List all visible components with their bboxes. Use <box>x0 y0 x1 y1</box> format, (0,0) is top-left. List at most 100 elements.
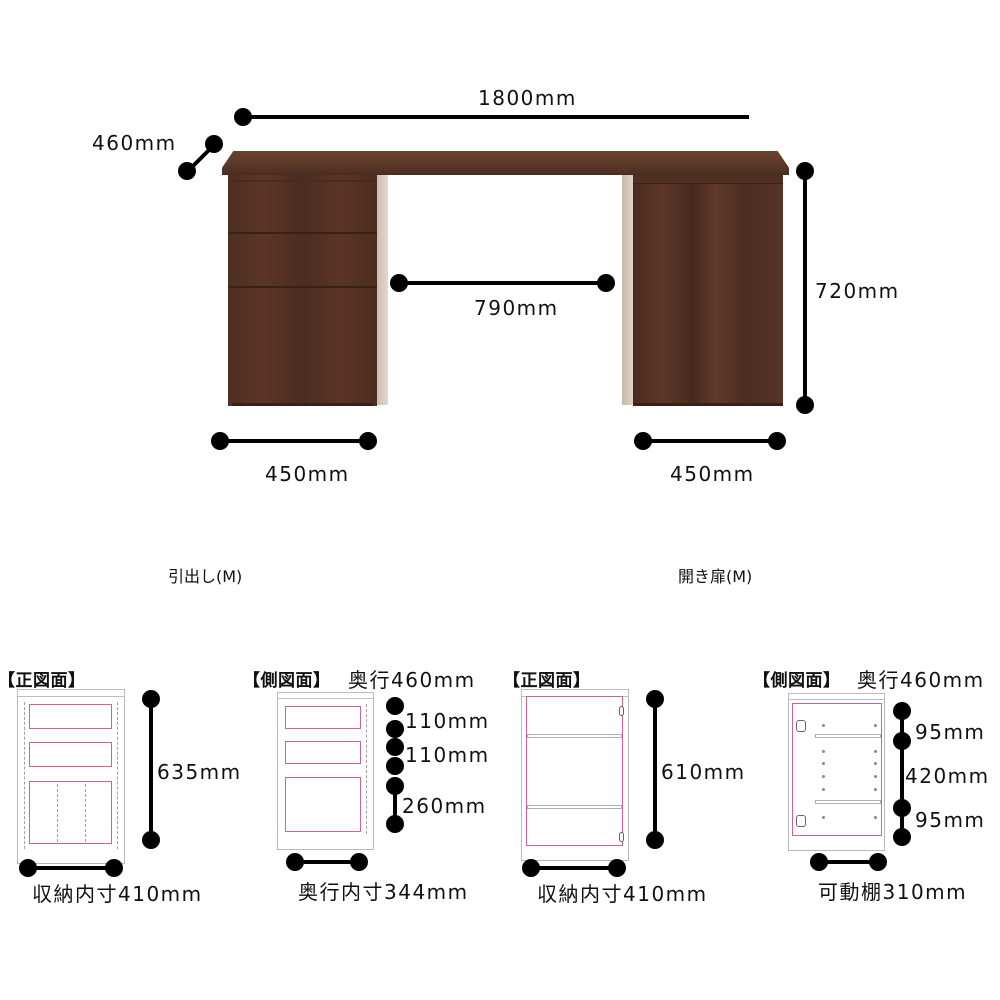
shelf-pin <box>874 816 877 819</box>
drawer-front-top-board <box>17 689 125 697</box>
drawer-front-height-label: 635mm <box>157 760 242 784</box>
drawer-side-cabinet <box>277 692 374 850</box>
drawer-side-width-dot-right <box>350 853 368 871</box>
door-side-top-board <box>788 693 885 700</box>
drawer-side-top-board <box>277 692 374 699</box>
drawer-side-height-2: 110mm <box>405 743 490 767</box>
hinge-icon <box>619 706 624 716</box>
height-dim-end-dot <box>796 396 814 414</box>
door-front-inner <box>526 696 623 846</box>
shelf-pin <box>822 762 825 765</box>
drawer-front-dash-left <box>24 702 25 849</box>
right-width-dim-line <box>643 439 777 443</box>
drawer-front-width-dot-right <box>105 859 123 877</box>
door-front-shelf-1 <box>527 734 622 738</box>
drawer-side-dot-3 <box>386 738 404 756</box>
door-side-dim-line <box>900 711 904 828</box>
door-side-shelf-label: 可動棚310mm <box>818 880 968 904</box>
door-unit-plinth <box>633 403 783 406</box>
gap-dim-end-dot <box>597 274 615 292</box>
door-side-width-line <box>819 860 877 864</box>
left-width-dim-end-dot <box>359 432 377 450</box>
door-side-shelf-1 <box>815 734 881 738</box>
desk-top <box>222 151 789 175</box>
shelf-pin <box>874 775 877 778</box>
width-label: 1800mm <box>478 86 577 110</box>
shelf-pin <box>874 762 877 765</box>
drawer-front-inner-width-label: 収納内寸410mm <box>32 882 203 906</box>
drawer-front-inner-2 <box>29 742 112 767</box>
right-width-dim-end-dot <box>768 432 786 450</box>
shelf-pin <box>874 788 877 791</box>
door-unit-top-rail <box>633 175 783 184</box>
door-front-height-dot-bottom <box>646 831 664 849</box>
right-unit-width-label: 450mm <box>670 462 755 486</box>
drawer-front-height-line <box>149 699 153 839</box>
drawer-side-dim-line <box>393 786 397 821</box>
left-unit-side-panel <box>375 175 388 405</box>
drawer-side-dot-1 <box>386 697 404 715</box>
height-label: 720mm <box>815 279 900 303</box>
shelf-pin <box>822 816 825 819</box>
depth-dim-line <box>188 143 216 171</box>
drawer-unit-plinth <box>232 403 373 406</box>
drawer-side-dot-6 <box>386 815 404 833</box>
hinge-icon <box>619 832 624 842</box>
gap-dim-line <box>399 281 606 285</box>
shelf-pin <box>822 750 825 753</box>
drawer-front-dash-mid1 <box>57 784 58 842</box>
drawer-divider <box>228 232 377 234</box>
door-front-cabinet <box>521 689 629 861</box>
shelf-pin <box>822 775 825 778</box>
door-side-section-1: 95mm <box>915 720 986 744</box>
depth-label: 460mm <box>92 131 177 155</box>
drawer-divider <box>228 180 377 182</box>
door-side-section-3: 95mm <box>915 808 986 832</box>
left-unit-width-label: 450mm <box>265 462 350 486</box>
drawer-divider <box>228 286 377 288</box>
door-side-dot-3 <box>893 799 911 817</box>
door-front-height-line <box>653 699 657 839</box>
door-side-inner <box>792 703 882 836</box>
drawer-side-dot-4 <box>386 757 404 775</box>
hinge-icon <box>796 720 806 732</box>
height-dim-line <box>803 171 807 405</box>
drawer-front-cabinet <box>17 689 125 864</box>
gap-label: 790mm <box>474 296 559 320</box>
door-unit-title: 開き扉(M) <box>678 567 753 586</box>
shelf-pin <box>822 724 825 727</box>
drawer-side-inner-2 <box>285 741 361 764</box>
drawer-front-header: 【正図面】 <box>0 671 86 691</box>
door-front-width-line <box>531 866 616 870</box>
hinge-icon <box>796 815 806 827</box>
drawer-side-height-1: 110mm <box>405 709 490 733</box>
door-side-width-dot-right <box>869 853 887 871</box>
door-front-height-label: 610mm <box>661 760 746 784</box>
right-unit-side-panel <box>622 175 635 405</box>
door-side-header: 【側図面】 <box>753 671 841 691</box>
door-front-header: 【正図面】 <box>503 671 591 691</box>
drawer-front-width-line <box>28 866 113 870</box>
drawer-side-dot-2 <box>386 720 404 738</box>
drawer-side-dash <box>366 704 367 834</box>
drawer-side-inner-depth-label: 奥行内寸344mm <box>298 880 469 904</box>
door-front-shelf-2 <box>527 805 622 809</box>
shelf-pin <box>874 724 877 727</box>
door-front-inner-width-label: 収納内寸410mm <box>537 882 708 906</box>
shelf-pin <box>822 788 825 791</box>
width-dim-line <box>243 115 749 119</box>
drawer-side-inner-1 <box>285 706 361 729</box>
door-front-width-dot-right <box>608 859 626 877</box>
drawer-side-header: 【側図面】 <box>243 671 331 691</box>
drawer-front-inner-1 <box>29 704 112 729</box>
drawer-side-width-line <box>295 860 358 864</box>
left-width-dim-line <box>220 439 368 443</box>
drawer-side-height-3: 260mm <box>402 794 487 818</box>
drawer-front-inner-3 <box>29 781 112 844</box>
door-side-depth-label: 奥行460mm <box>857 668 985 692</box>
door-unit <box>633 175 783 406</box>
door-side-shelf-2 <box>815 800 881 804</box>
door-side-section-2: 420mm <box>905 764 990 788</box>
door-side-dot-4 <box>893 828 911 846</box>
drawer-front-dash-mid2 <box>85 784 86 842</box>
